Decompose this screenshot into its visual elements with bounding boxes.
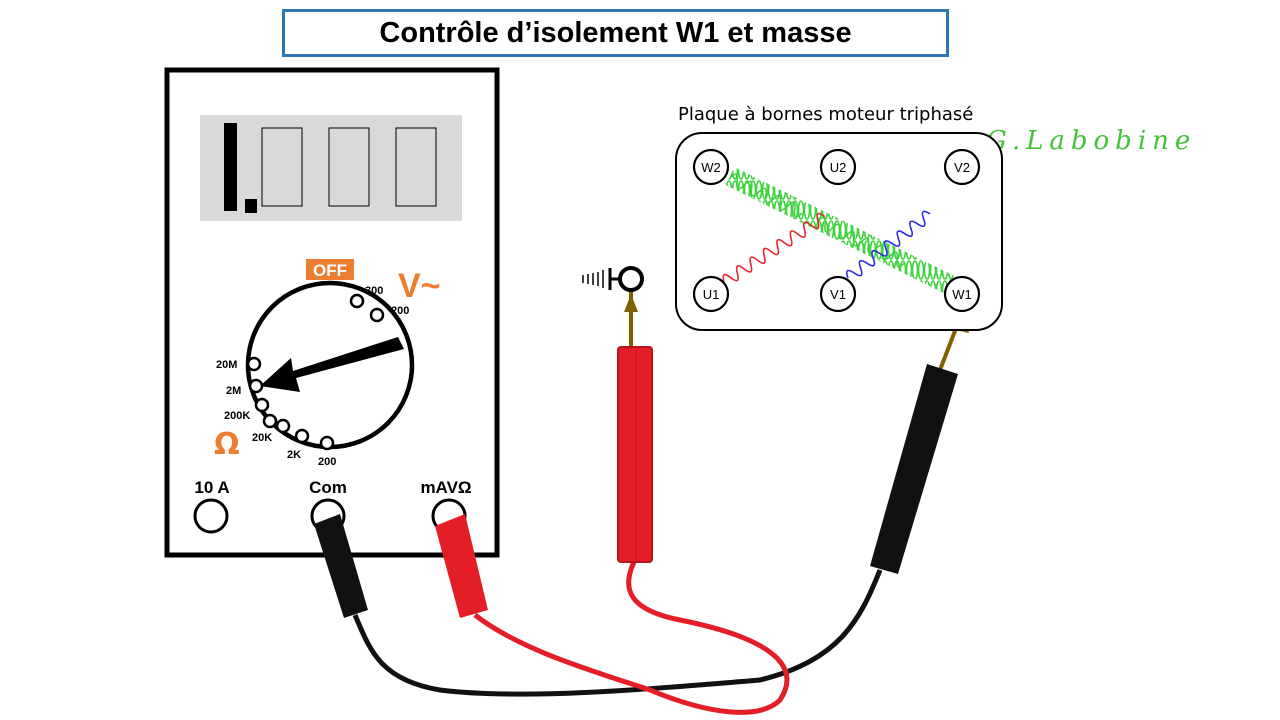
range-positions [246, 293, 385, 451]
range-label-300: 300 [365, 285, 383, 297]
red-probe-body [617, 346, 653, 563]
range-dot-200K-a [254, 397, 270, 413]
range-label-200K: 200K [224, 410, 250, 422]
display-digit-blank [395, 127, 437, 207]
terminal-label-v2: V2 [954, 160, 970, 175]
terminal-label-u2: U2 [830, 160, 847, 175]
black-plug [314, 514, 368, 618]
multimeter-display [200, 115, 462, 221]
coil-w-green [729, 173, 905, 268]
range-dot-20M [246, 356, 262, 372]
terminal-label-u1: U1 [703, 287, 720, 302]
terminal-label-w2: W2 [701, 160, 721, 175]
range-dot-300 [349, 293, 365, 309]
w1-probe [870, 309, 969, 574]
range-dot-200 [319, 435, 335, 451]
socket-10a [193, 498, 229, 534]
display-digit-blank [261, 127, 303, 207]
display-digit-one [224, 123, 237, 211]
terminal-plate: W2 U2 V2 U1 V1 W1 [675, 132, 1003, 331]
terminal-u2 [819, 148, 857, 186]
off-label: OFF [313, 261, 347, 280]
range-label-2M: 2M [226, 385, 241, 397]
range-dot-2K [294, 428, 310, 444]
voltage-label: V~ [398, 267, 441, 305]
ground-probe [582, 266, 653, 563]
range-label-2K: 2K [287, 449, 301, 461]
display-decimal-point [245, 199, 257, 213]
red-plug [435, 514, 488, 618]
coil-u-red [722, 212, 826, 283]
terminal-v1 [819, 275, 857, 313]
author-signature: G.Labobine [986, 126, 1197, 156]
terminal-label-w1: W1 [952, 287, 972, 302]
range-label-20M: 20M [216, 359, 237, 371]
terminal-label-v1: V1 [830, 287, 846, 302]
display-reading: 1. [208, 137, 210, 139]
off-label-bg [306, 259, 354, 280]
range-label-200: 200 [318, 456, 336, 468]
black-probe-body [870, 364, 958, 574]
range-dot-2M [248, 378, 264, 394]
terminal-w2 [692, 148, 730, 186]
range-label-20K: 20K [252, 432, 272, 444]
socket-label-mavohm: mAVΩ [420, 478, 471, 497]
black-wire [352, 569, 883, 697]
range-dot-200v [369, 307, 385, 323]
multimeter: 1. OFF V~ Ω 300 200 20M 2M 200K [164, 67, 500, 558]
display-digit-blank [328, 127, 370, 207]
range-dot-20K [275, 418, 291, 434]
socket-label-com: Com [309, 478, 347, 497]
ground-terminal-icon [618, 266, 644, 292]
wires [352, 558, 883, 715]
range-label-200v: 200 [391, 305, 409, 317]
coil-v-blue [846, 210, 931, 279]
dial-pointer [260, 337, 404, 392]
terminal-w1 [943, 275, 981, 313]
terminal-plate-label: Plaque à bornes moteur triphasé [678, 104, 974, 125]
terminal-v2 [943, 148, 981, 186]
red-wire-meter [473, 558, 790, 715]
ohm-label: Ω [214, 427, 240, 462]
socket-label-10a: 10 A [194, 478, 229, 497]
page-title: Contrôle d’isolement W1 et masse [282, 9, 949, 57]
range-dot-200K-b [262, 413, 278, 429]
terminal-u1 [692, 275, 730, 313]
meter-plugs [314, 514, 488, 618]
